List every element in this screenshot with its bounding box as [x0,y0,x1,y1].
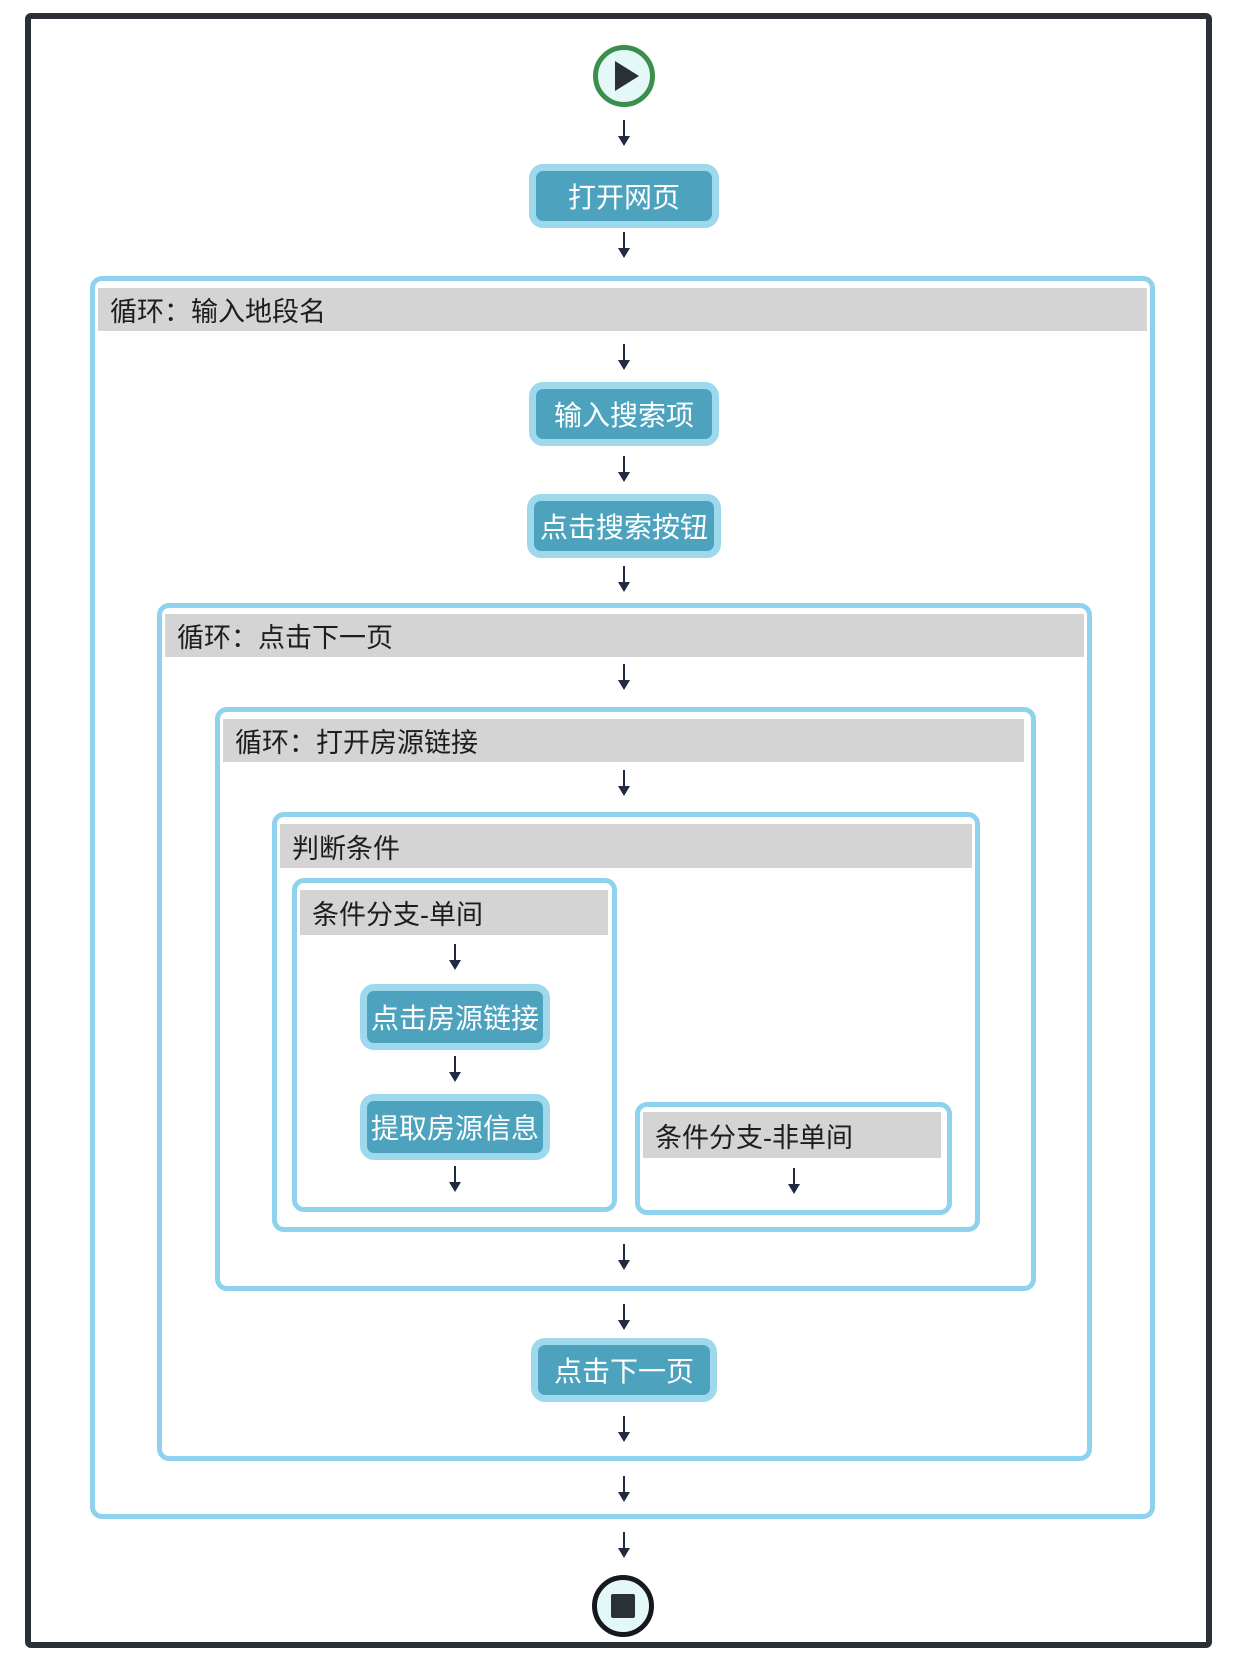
arrow-down-icon [616,566,632,594]
node-click-search-button[interactable]: 点击搜索按钮 [527,494,721,558]
arrow-down-icon [616,1416,632,1444]
loop-container-click-next-page[interactable] [157,603,1092,1461]
arrow-down-icon [616,120,632,148]
node-click-next-page[interactable]: 点击下一页 [531,1338,717,1402]
node-extract-listing-info[interactable]: 提取房源信息 [360,1094,550,1160]
arrow-down-icon [616,1476,632,1504]
start-node[interactable] [593,45,655,107]
loop-header-click-next-page[interactable]: 循环：点击下一页 [165,614,1084,657]
arrow-down-icon [616,770,632,798]
loop-header-open-listing-link[interactable]: 循环：打开房源链接 [223,719,1024,762]
arrow-down-icon [616,344,632,372]
node-input-search-term[interactable]: 输入搜索项 [529,382,719,446]
stop-icon [611,1594,635,1618]
branch-container-single-room[interactable] [292,878,617,1212]
branch-container-not-single-room[interactable] [635,1102,952,1215]
arrow-down-icon [786,1168,802,1196]
arrow-down-icon [447,1166,463,1194]
arrow-down-icon [616,1244,632,1272]
workflow-frame [25,13,1212,1648]
arrow-down-icon [616,1304,632,1332]
condition-header[interactable]: 判断条件 [280,824,972,868]
play-icon [615,61,639,91]
condition-container[interactable] [272,812,980,1232]
node-open-webpage[interactable]: 打开网页 [529,164,719,228]
arrow-down-icon [616,1532,632,1560]
loop-container-input-district[interactable] [90,276,1155,1519]
arrow-down-icon [616,232,632,260]
arrow-down-icon [616,664,632,692]
loop-header-input-district[interactable]: 循环：输入地段名 [98,288,1147,331]
arrow-down-icon [447,944,463,972]
arrow-down-icon [616,456,632,484]
arrow-down-icon [447,1056,463,1084]
branch-header-single-room[interactable]: 条件分支-单间 [300,890,608,935]
end-node[interactable] [592,1575,654,1637]
loop-container-open-listing-link[interactable] [215,707,1036,1291]
node-click-listing-link[interactable]: 点击房源链接 [360,984,550,1050]
branch-header-not-single-room[interactable]: 条件分支-非单间 [643,1112,941,1158]
